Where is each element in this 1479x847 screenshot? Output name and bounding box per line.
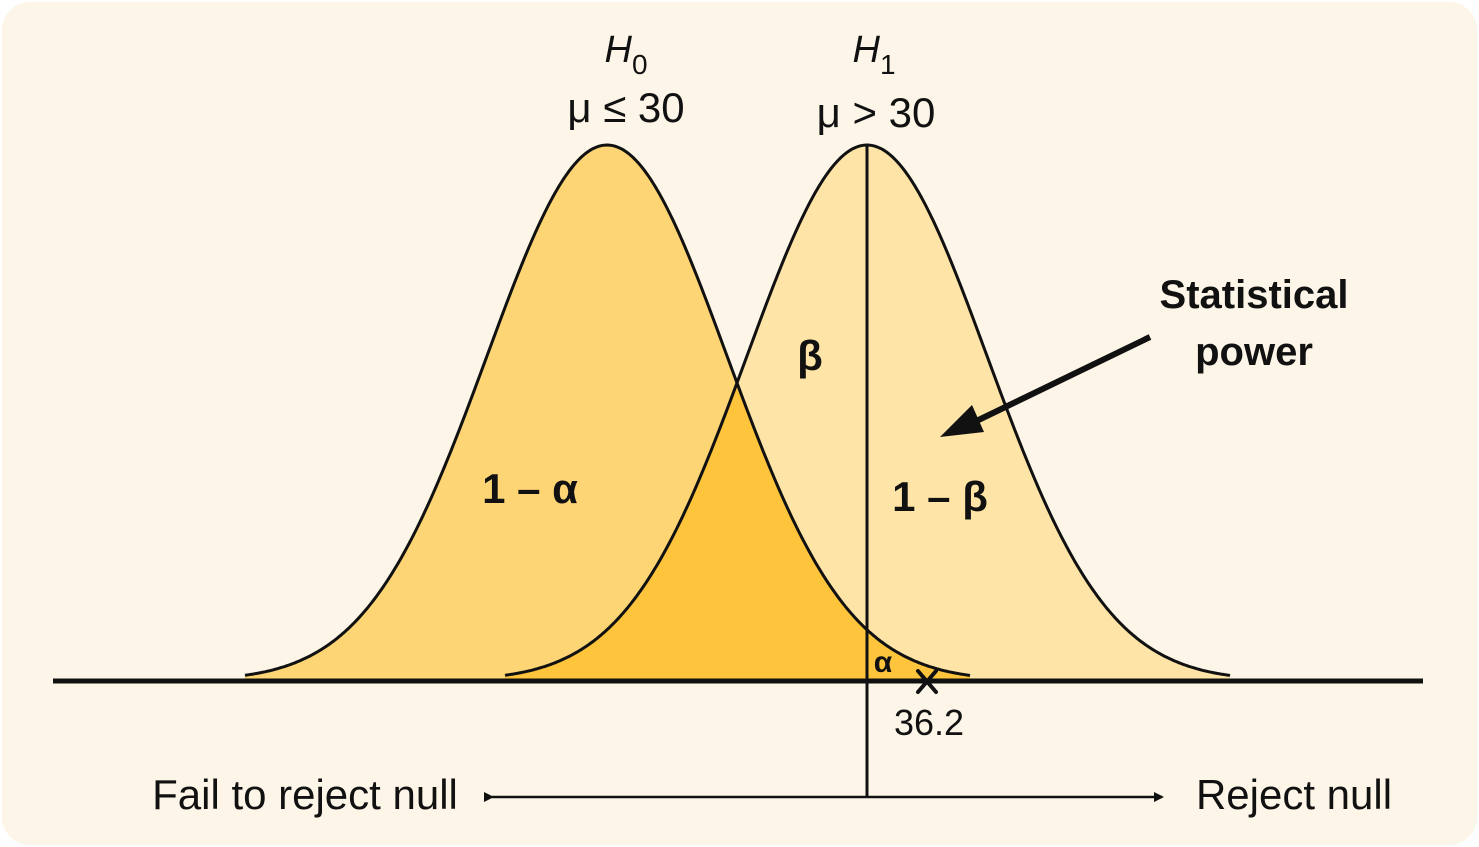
h1-condition: μ > 30 xyxy=(817,89,936,136)
statistical-power-label-line2: power xyxy=(1195,330,1313,374)
critical-value-marker xyxy=(916,669,938,694)
h0-distribution-curve xyxy=(244,143,971,677)
reject-null-label: Reject null xyxy=(1196,771,1392,818)
h0-condition: μ ≤ 30 xyxy=(567,84,684,131)
fail-to-reject-label: Fail to reject null xyxy=(152,771,458,818)
power-pointer-arrowhead xyxy=(940,405,984,437)
critical-value-label: 36.2 xyxy=(894,702,964,743)
beta-label: β xyxy=(797,332,823,379)
one-minus-beta-label: 1 – β xyxy=(892,473,988,520)
h0-label: H0 xyxy=(604,29,647,80)
statistical-power-label-line1: Statistical xyxy=(1160,273,1349,317)
power-pointer-arrow xyxy=(960,334,1152,431)
h1-label: H1 xyxy=(852,29,895,80)
alpha-region-fill xyxy=(867,629,970,681)
one-minus-alpha-label: 1 – α xyxy=(482,465,578,512)
alpha-label: α xyxy=(874,646,893,679)
